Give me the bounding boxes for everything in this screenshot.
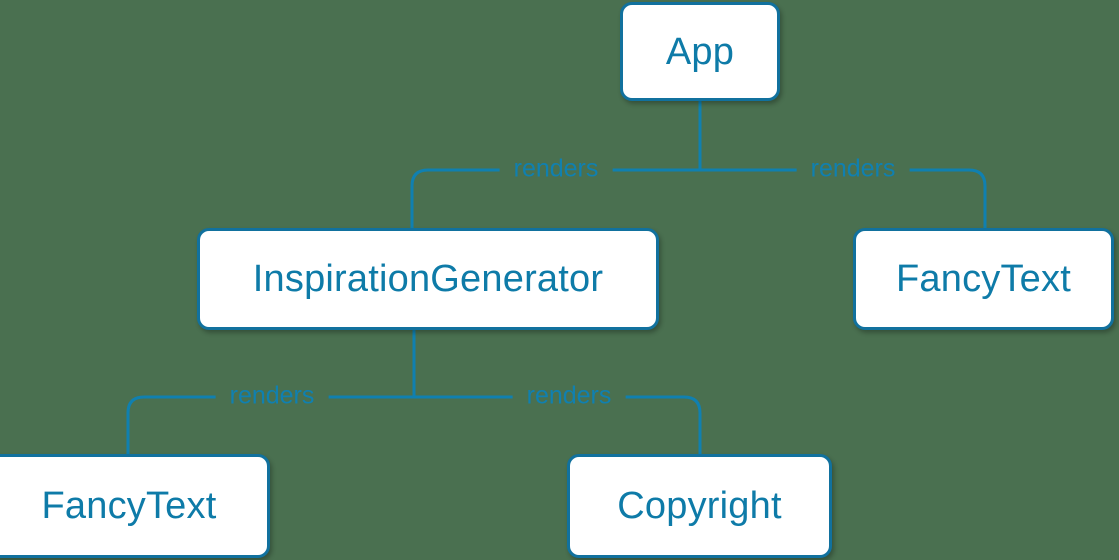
node-fancytext-left[interactable]: FancyText [0,454,270,558]
edge-label-app-to-fancytext-right: renders [796,156,910,182]
node-inspirationgenerator-label: InspirationGenerator [252,258,604,300]
edge-label-inspirationgenerator-to-copyright: renders [512,383,626,409]
edge-inspirationgenerator-to-copyright [414,395,702,455]
node-fancytext-right[interactable]: FancyText [853,228,1114,330]
edge-app-to-inspirationgenerator [410,168,700,228]
edge-label-app-to-inspirationgenerator: renders [499,156,613,182]
node-app[interactable]: App [620,2,780,101]
node-inspirationgenerator[interactable]: InspirationGenerator [197,228,659,330]
edge-app-to-fancytext-right [700,168,987,228]
edge-inspirationgenerator-to-fancytext [126,395,414,455]
node-app-label: App [665,30,735,73]
node-fancytext-left-label: FancyText [41,485,217,527]
node-fancytext-right-label: FancyText [896,258,1071,300]
node-copyright-label: Copyright [617,485,782,527]
edge-label-inspirationgenerator-to-fancytext: renders [215,383,329,409]
node-copyright[interactable]: Copyright [567,454,832,558]
